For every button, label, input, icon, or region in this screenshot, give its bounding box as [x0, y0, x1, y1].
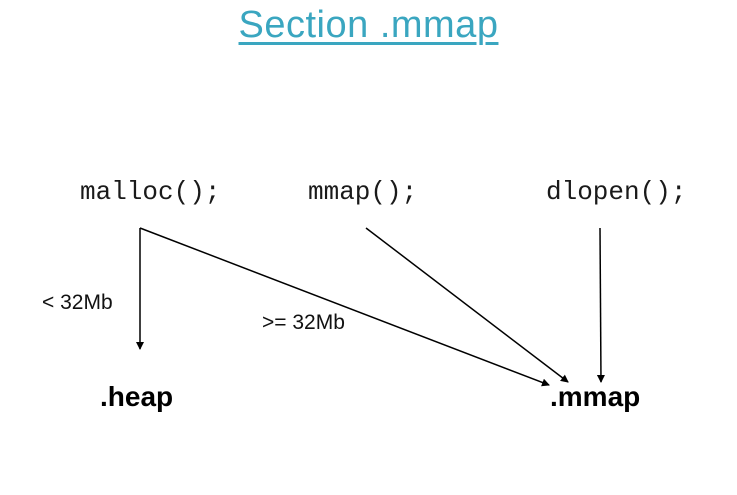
edge-label-less-than: < 32Mb	[42, 291, 113, 314]
arrow-mmap-to-mmap	[365, 227, 569, 383]
page-title: Section .mmap	[238, 4, 499, 46]
malloc-call: malloc();	[80, 177, 221, 207]
heap-target: .heap	[100, 381, 174, 412]
mmap-target: .mmap	[550, 381, 641, 412]
arrow-malloc-to-mmap	[139, 227, 550, 387]
arrow-dlopen-to-mmap	[596, 227, 605, 383]
edge-label-greater-equal: >= 32Mb	[262, 311, 345, 334]
dlopen-call: dlopen();	[546, 177, 687, 207]
mmap-call: mmap();	[308, 177, 418, 207]
